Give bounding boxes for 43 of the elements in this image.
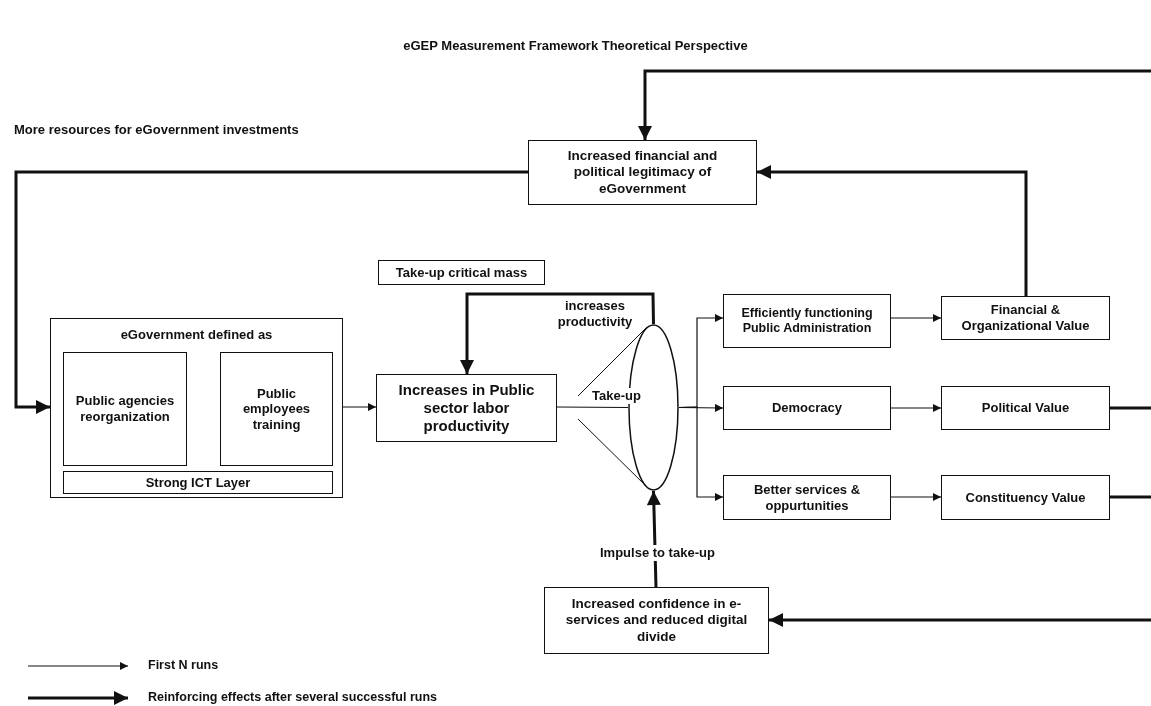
- diagram-title: eGEP Measurement Framework Theoretical Perspective: [402, 38, 749, 53]
- process-box: [941, 296, 1110, 340]
- group-box: [50, 318, 343, 498]
- process-box: [723, 475, 891, 520]
- arrow: [342, 403, 377, 411]
- node-text: Increased confidence in e-services and reduced digital divide: [564, 596, 749, 645]
- arrow: [757, 165, 1028, 296]
- node-text: Public agencies reorganization: [74, 393, 176, 425]
- arrow: [890, 314, 942, 322]
- node-text: Public employees training: [241, 385, 312, 433]
- node-text: Efficiently functioning Public Administration: [740, 306, 874, 336]
- node-text: Take-up critical mass: [395, 264, 528, 281]
- process-box: [63, 352, 187, 466]
- node-text: Strong ICT Layer: [145, 474, 251, 491]
- node-text: Democracy: [771, 400, 843, 416]
- legend-text: Reinforcing effects after several successful runs: [148, 690, 437, 704]
- process-box: [941, 475, 1110, 520]
- process-box: [376, 374, 557, 442]
- node-text: Increased financial and political legitimacy of eGovernment: [566, 148, 719, 197]
- node-text: Constituency Value: [965, 489, 1086, 506]
- process-box: [723, 386, 891, 430]
- process-box: [544, 587, 769, 654]
- arrow: [14, 170, 528, 414]
- process-box: [941, 386, 1110, 430]
- process-box: [723, 294, 891, 348]
- node-text: Better services & oppurtunities: [752, 481, 862, 514]
- arrow: [890, 493, 942, 501]
- edge-label: Take-up: [590, 388, 643, 404]
- arrow: [638, 69, 1151, 140]
- arrow: [890, 404, 942, 412]
- node-text: Political Value: [981, 400, 1070, 416]
- arrow: [678, 406, 724, 501]
- process-box: [220, 352, 333, 466]
- layer-box: [63, 471, 333, 494]
- edge-label: Impulse to take-up: [598, 545, 717, 561]
- node-text: eGovernment defined as: [120, 327, 273, 343]
- node-text: Financial & Organizational Value: [960, 302, 1091, 334]
- arrow: [769, 613, 1151, 627]
- node-text: Increases in Public sector labor productivity: [397, 381, 536, 435]
- arrow: [460, 292, 655, 374]
- process-box: [528, 140, 757, 205]
- legend-text: First N runs: [148, 658, 219, 672]
- note-box: [378, 260, 545, 285]
